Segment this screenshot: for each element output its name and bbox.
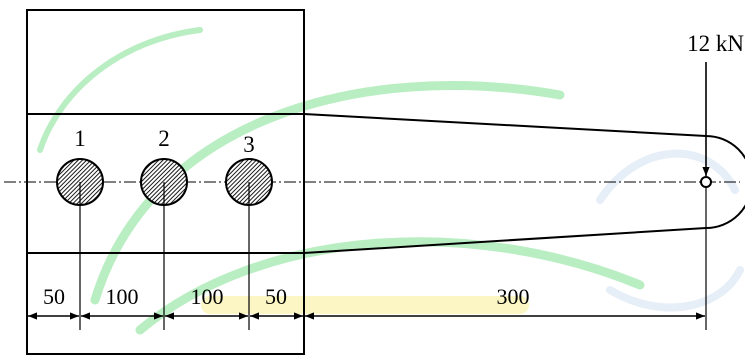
load-point: [700, 176, 712, 188]
dim-label-300: 300: [497, 284, 530, 309]
bolt-label-2: 2: [158, 126, 170, 151]
bolt-label-1: 1: [74, 126, 86, 151]
dim-label-50-right: 50: [265, 284, 287, 309]
extension-lines: [79, 182, 707, 330]
bolt-label-3: 3: [243, 132, 255, 157]
dim-label-50-left: 50: [43, 284, 65, 309]
dim-label-100-right: 100: [191, 284, 224, 309]
dim-label-100-left: 100: [106, 284, 139, 309]
bracket-arm: [303, 113, 745, 254]
watermark: [37, 27, 744, 335]
load-label: 12 kN: [687, 31, 744, 56]
